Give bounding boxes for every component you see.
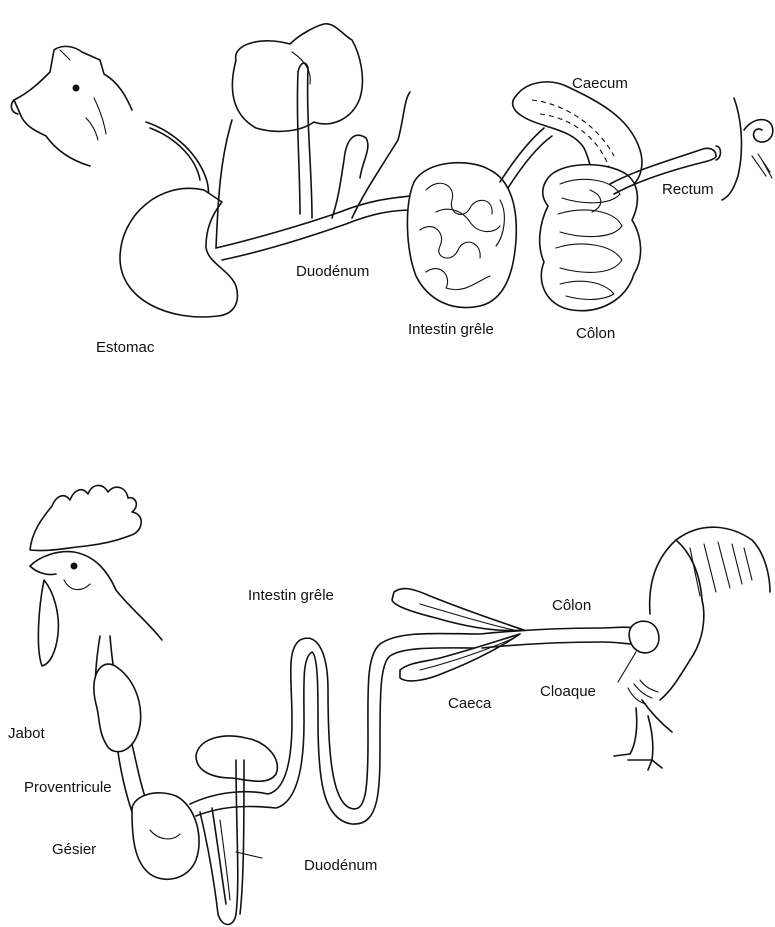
chicken-digestive-tract: Jabot Proventricule Gésier Duodénum Inte… [8, 485, 770, 924]
pig-head-icon [11, 46, 132, 166]
pig-colon-spiral [540, 165, 641, 311]
pig-tail-icon [722, 98, 773, 200]
pig-small-intestine-coil [407, 163, 516, 308]
label-rectum: Rectum [662, 181, 714, 198]
label-jabot: Jabot [8, 725, 46, 742]
label-duodenum-pig: Duodénum [296, 263, 369, 280]
label-duodenum-chicken: Duodénum [304, 857, 377, 874]
chicken-cloaca [629, 621, 659, 653]
label-caecum: Caecum [572, 75, 628, 92]
label-colon-chicken: Côlon [552, 597, 591, 614]
chicken-gizzard [132, 793, 199, 879]
label-estomac: Estomac [96, 339, 155, 356]
label-intestin-pig: Intestin grêle [408, 321, 494, 338]
pig-digestive-tract: Estomac Duodénum Intestin grêle Caecum C… [11, 24, 772, 356]
pig-stomach [120, 188, 237, 317]
chicken-crop [94, 664, 141, 752]
label-proventricule: Proventricule [24, 779, 112, 796]
label-intestin-chicken: Intestin grêle [248, 587, 334, 604]
label-gesier: Gésier [52, 841, 96, 858]
label-cloaque: Cloaque [540, 683, 596, 700]
label-caeca: Caeca [448, 695, 492, 712]
rooster-head-icon [30, 485, 162, 666]
label-colon-pig: Côlon [576, 325, 615, 342]
